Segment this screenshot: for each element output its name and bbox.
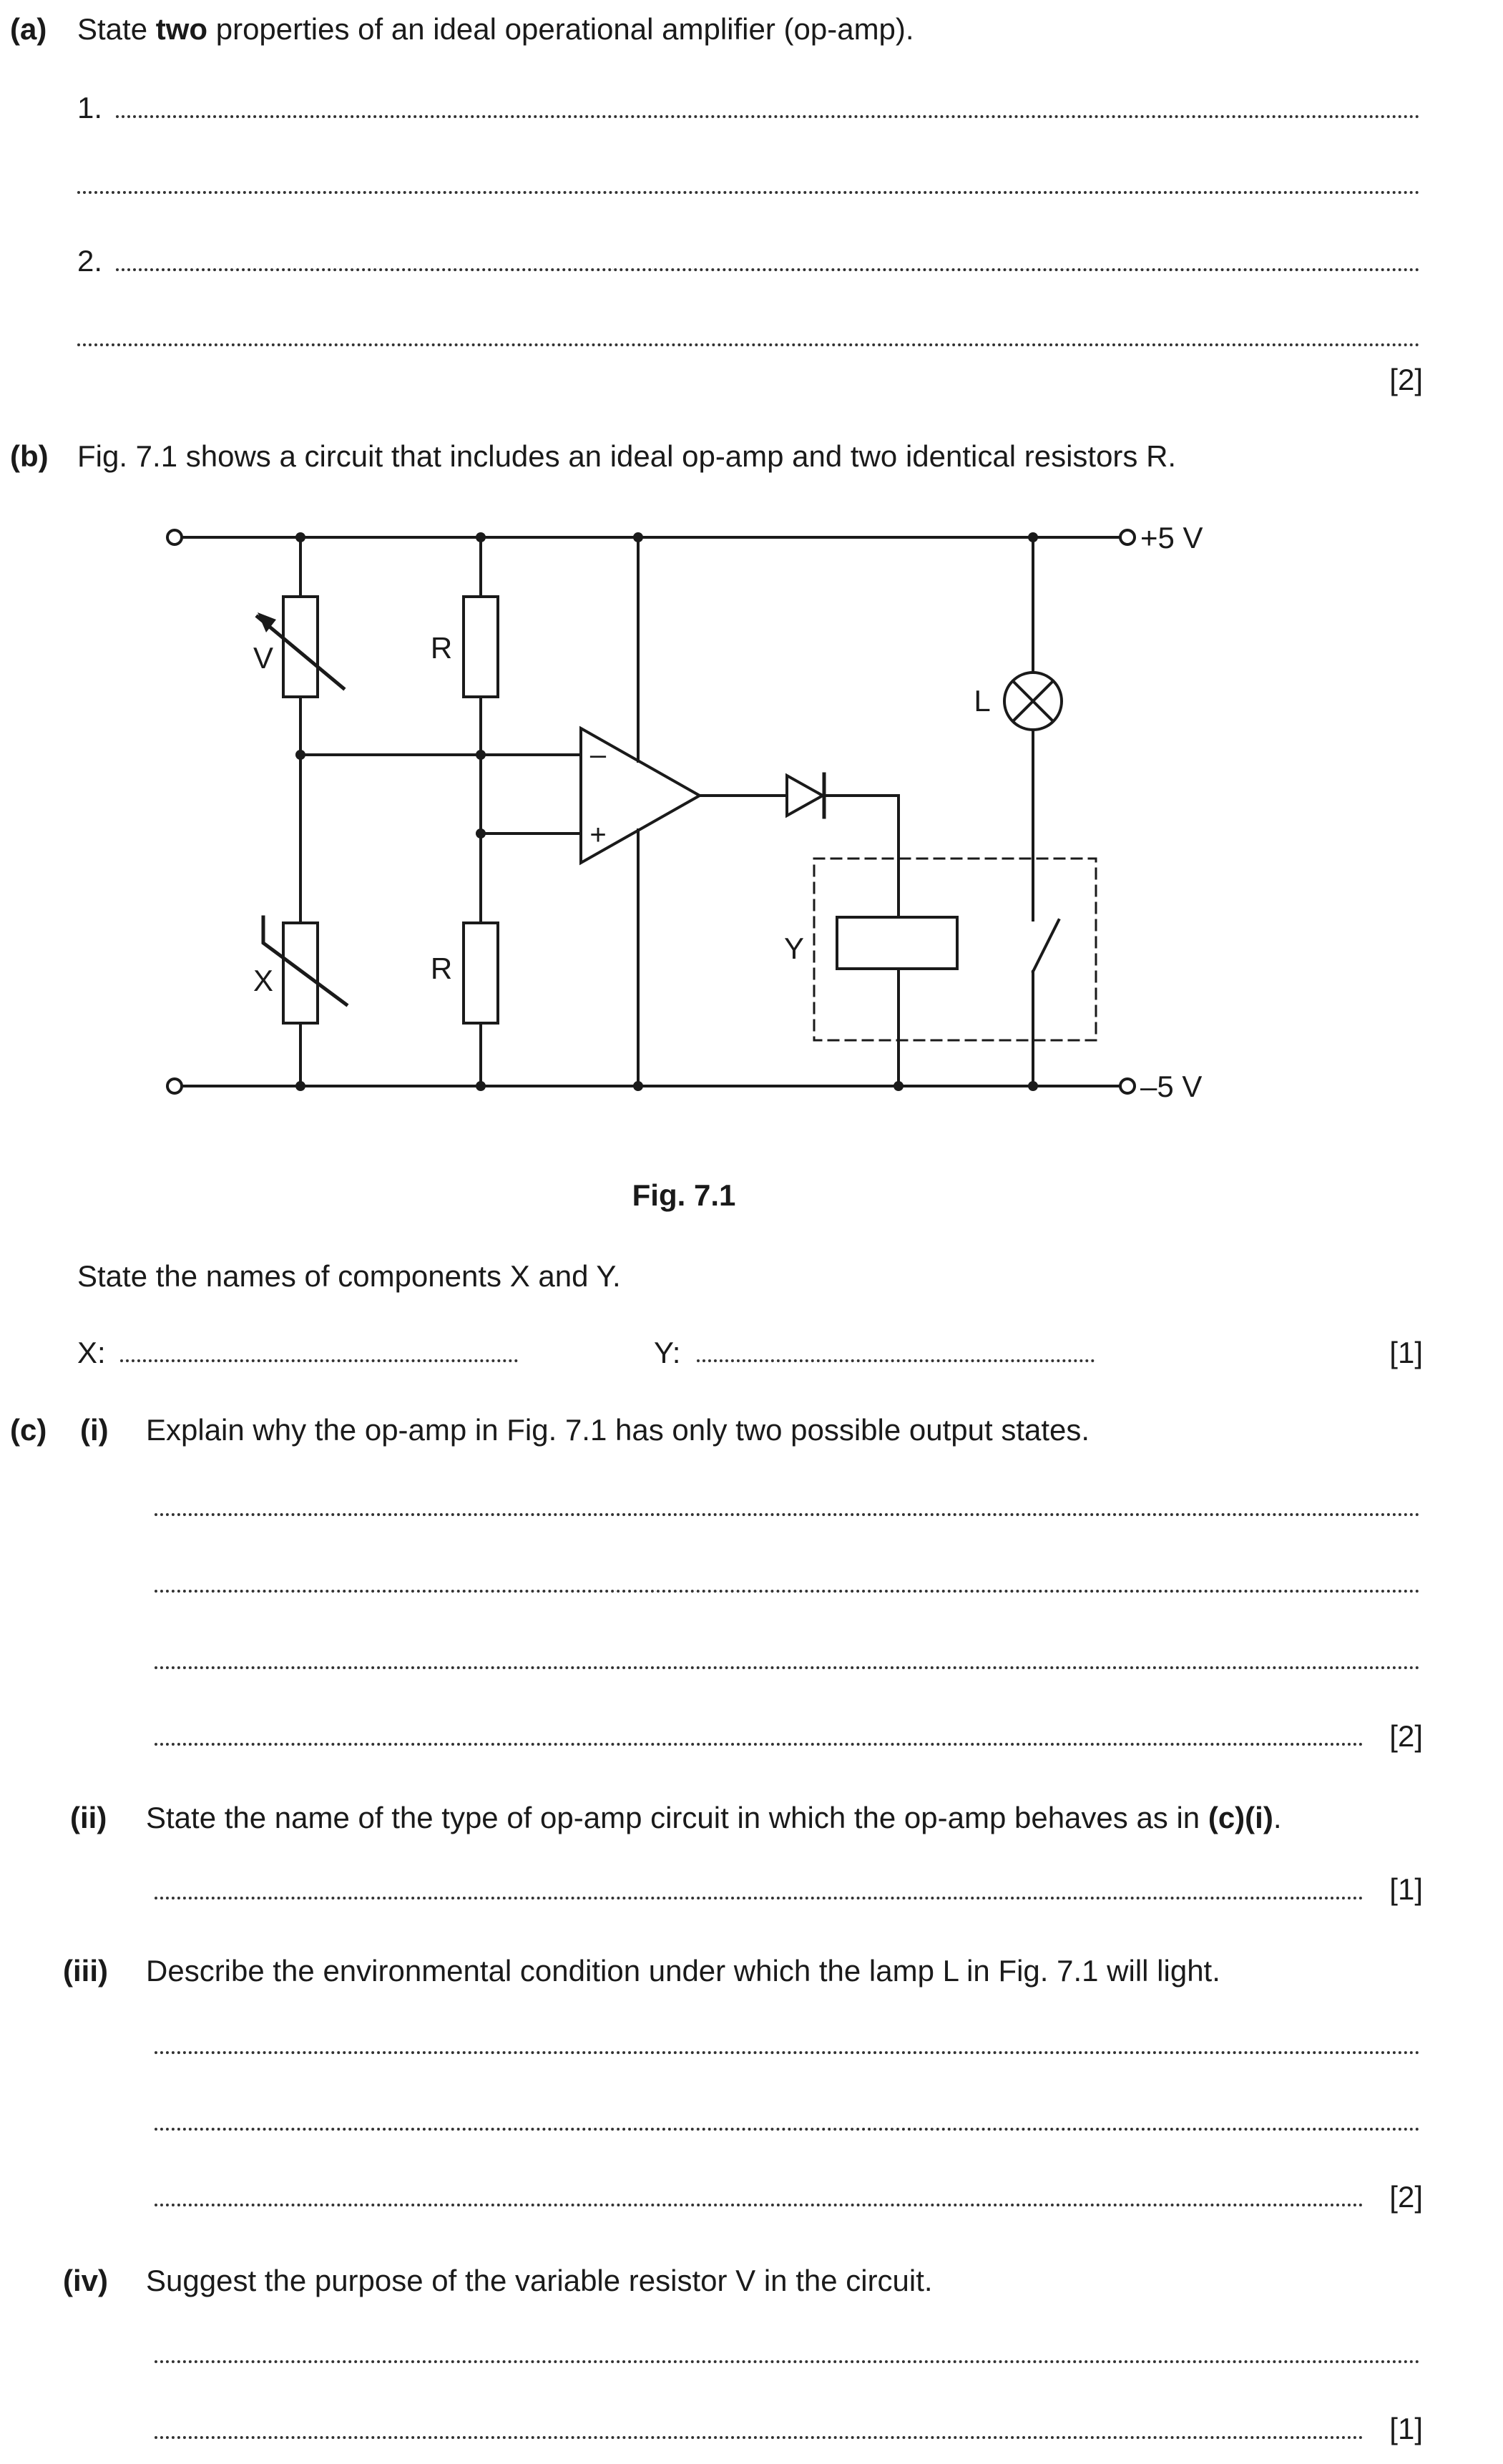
part-c-ii-text-bold: (c)(i) — [1208, 1801, 1273, 1834]
part-c-label: (c) — [10, 1413, 47, 1447]
terminal-bottom-left — [166, 1077, 183, 1095]
part-b-question: State the names of components X and Y. — [77, 1259, 621, 1293]
answer-line[interactable] — [155, 2360, 1420, 2363]
diode — [785, 773, 826, 818]
resistor-r-bottom — [462, 921, 499, 1025]
part-c-iv-text: Suggest the purpose of the variable resi… — [146, 2264, 933, 2297]
answer-line[interactable] — [155, 2204, 1364, 2206]
answer-line[interactable] — [116, 115, 1420, 118]
label-v: V — [253, 641, 273, 675]
terminal-top-left — [166, 529, 183, 546]
part-c-i-text: Explain why the op-amp in Fig. 7.1 has o… — [146, 1413, 1090, 1447]
answer-line[interactable] — [155, 1897, 1364, 1900]
x-answer-line[interactable] — [120, 1359, 518, 1362]
part-a-question: State two properties of an ideal operati… — [77, 14, 914, 44]
terminal-positive — [1119, 529, 1136, 546]
part-c-ii-text-post: . — [1273, 1801, 1282, 1834]
relay-coil-y — [836, 916, 959, 970]
op-amp-minus: – — [590, 739, 607, 771]
marks-b: [1] — [1389, 1336, 1423, 1369]
part-c-ii-text: State the name of the type of op-amp cir… — [146, 1803, 1281, 1833]
thermistor-x — [282, 921, 319, 1025]
figure-caption: Fig. 7.1 — [632, 1178, 736, 1212]
variable-resistor-arrow — [258, 612, 276, 632]
part-c-ii-label: (ii) — [70, 1801, 107, 1834]
answer-line[interactable] — [155, 1666, 1420, 1669]
label-l: L — [974, 684, 990, 718]
variable-resistor-v — [282, 595, 319, 698]
answer-line[interactable] — [116, 268, 1420, 271]
marks-a: [2] — [1389, 363, 1423, 396]
answer-line[interactable] — [77, 343, 1420, 346]
label-x: X — [253, 964, 273, 997]
part-a-label: (a) — [10, 12, 47, 46]
terminal-negative — [1119, 1077, 1136, 1095]
marks-c-ii: [1] — [1389, 1872, 1423, 1906]
supply-positive-label: +5 V — [1140, 521, 1203, 554]
answer-line[interactable] — [155, 2051, 1420, 2054]
resistor-r-top — [462, 595, 499, 698]
y-answer-label: Y: — [654, 1336, 681, 1369]
part-c-ii-text-pre: State the name of the type of op-amp cir… — [146, 1801, 1208, 1834]
answer-line[interactable] — [77, 191, 1420, 194]
part-a-question-pre: State — [77, 12, 156, 46]
y-answer-line[interactable] — [697, 1359, 1095, 1362]
label-r-bottom: R — [431, 952, 452, 985]
supply-negative-label: –5 V — [1140, 1070, 1202, 1103]
x-answer-label: X: — [77, 1336, 106, 1369]
part-b-label: (b) — [10, 439, 49, 473]
part-c-iv-label: (iv) — [63, 2264, 108, 2297]
answer-line[interactable] — [155, 1590, 1420, 1593]
op-amp — [579, 725, 703, 866]
part-a-question-bold: two — [155, 12, 208, 46]
part-a-item-1-number: 1. — [77, 91, 103, 124]
part-c-iii-label: (iii) — [63, 1954, 108, 1988]
answer-line[interactable] — [155, 1743, 1364, 1746]
label-r-top: R — [431, 631, 452, 665]
part-b-text: Fig. 7.1 shows a circuit that includes a… — [77, 439, 1177, 473]
relay-boundary — [813, 857, 1097, 1042]
part-a-question-post: properties of an ideal operational ampli… — [207, 12, 914, 46]
label-y: Y — [784, 932, 804, 965]
relay-switch — [1031, 918, 1061, 974]
marks-c-iv: [1] — [1389, 2412, 1423, 2445]
answer-line[interactable] — [155, 2128, 1420, 2131]
op-amp-plus: + — [589, 819, 606, 851]
part-c-i-label: (i) — [80, 1413, 109, 1447]
answer-line[interactable] — [155, 1513, 1420, 1516]
answer-line[interactable] — [155, 2436, 1364, 2439]
part-c-iii-text: Describe the environmental condition und… — [146, 1954, 1220, 1988]
marks-c-i: [2] — [1389, 1719, 1423, 1753]
part-a-item-2-number: 2. — [77, 244, 103, 278]
marks-c-iii: [2] — [1389, 2180, 1423, 2214]
